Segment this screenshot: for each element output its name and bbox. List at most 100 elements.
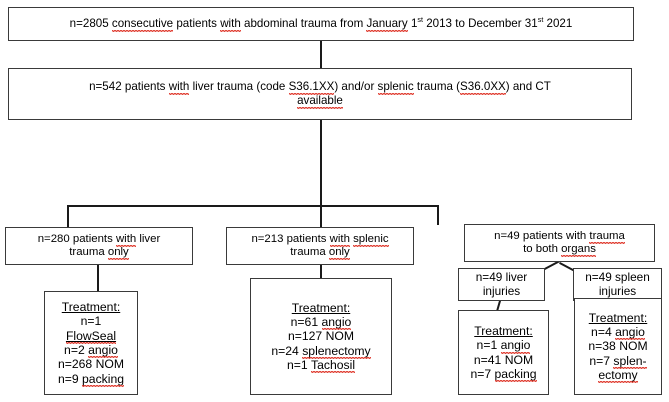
- both-spleen-treatment-splen: splen-: [613, 353, 647, 370]
- splenic-only-misspell-only: only: [328, 246, 350, 261]
- both-liver-treatment-angio-n: n=1: [476, 338, 501, 353]
- splenic-only-treatment-line-2: n=127 NOM: [287, 329, 355, 344]
- cohort-included-seg1: n=542 patients: [89, 80, 169, 94]
- connector-cohort-all-to-included: [320, 40, 322, 68]
- both-liver-treatment-line-1: n=1 angio: [463, 338, 544, 354]
- splenic-only-treatment-angio: angio: [321, 314, 352, 331]
- splenic-only-seg3: trauma: [290, 246, 329, 258]
- liver-only-treatment-packing-n: n=9: [57, 371, 83, 386]
- both-spleen-treatment-header: Treatment:: [588, 310, 648, 325]
- splenic-only-treatment-angio-n: n=61: [290, 314, 322, 329]
- liver-only-treatment-line-4: n=268 NOM: [57, 357, 125, 372]
- connector-branch-left-drop: [67, 205, 69, 228]
- both-liver-treatment-header: Treatment:: [474, 323, 533, 338]
- liver-only-treatment-line-3: n=2 angio: [49, 343, 133, 359]
- box-spleen-injuries: n=49 spleen injuries: [573, 268, 662, 301]
- splenic-only-treatment-line-1: n=61 angio: [255, 314, 387, 331]
- splenic-only-treatment-line-4: n=1 Tachosil: [255, 358, 387, 374]
- both-spleen-treatment-line-4: ectomy: [579, 368, 657, 384]
- liver-only-misspell-only: only: [107, 246, 129, 261]
- cohort-included-line1: n=542 patients with liver trauma (code S…: [13, 80, 627, 95]
- both-liver-treatment-packing: packing: [494, 366, 537, 383]
- cohort-included-misspell-splenic: splenic: [377, 80, 414, 95]
- connector-included-trunk: [320, 120, 322, 206]
- splenic-only-misspell-with: with: [329, 232, 351, 248]
- cohort-included-seg5: ) and CT: [505, 80, 551, 94]
- both-spleen-treatment-line-1: n=4 angio: [579, 324, 657, 341]
- cohort-all-misspell-with: with: [220, 17, 241, 32]
- splenic-only-treatment-header: Treatment:: [291, 300, 351, 315]
- cohort-all-sup-second: st: [537, 15, 544, 25]
- both-spleen-treatment-angio: angio: [615, 324, 645, 341]
- box-splenic-only: n=213 patients with splenic trauma only: [226, 227, 414, 265]
- cohort-included-misspell-code1: S36.1XX: [288, 80, 335, 95]
- both-liver-treatment-line-2: n=41 NOM: [473, 352, 534, 367]
- cohort-all-seg2: patients: [173, 17, 221, 31]
- liver-injuries-line1: n=49 liver: [475, 269, 528, 284]
- cohort-all-text: n=2805 consecutive patients with abdomin…: [13, 15, 629, 32]
- liver-injuries-line2: injuries: [482, 283, 521, 298]
- both-organs-misspell-trauma: trauma: [589, 229, 626, 245]
- box-cohort-all: n=2805 consecutive patients with abdomin…: [8, 7, 634, 41]
- cohort-included-seg3: ) and/or: [334, 80, 378, 94]
- cohort-all-misspell-consecutive: consecutive: [111, 17, 174, 32]
- cohort-all-seg1: n=2805: [69, 17, 112, 31]
- cohort-included-misspell-code2: S36.0XX: [460, 80, 506, 95]
- both-spleen-treatment-angio-n: n=4: [591, 324, 616, 339]
- liver-only-treatment-packing: packing: [82, 371, 125, 388]
- liver-only-seg3: trauma: [69, 246, 108, 258]
- cohort-included-misspell-with: with: [168, 80, 190, 95]
- connector-splenic-only-to-treatment: [320, 264, 322, 278]
- box-both-organs: n=49 patients with trauma to both organs: [464, 224, 655, 262]
- box-splenic-only-treatment: Treatment: n=61 angio n=127 NOM n=24 spl…: [250, 278, 392, 395]
- splenic-only-treatment-splenectomy: splenectomy: [302, 343, 372, 360]
- both-liver-treatment-line-3: n=7 packing: [463, 366, 544, 383]
- box-both-spleen-treatment: Treatment: n=4 angio n=38 NOM n=7 splen-…: [574, 298, 662, 395]
- liver-only-treatment-header: Treatment:: [61, 299, 121, 314]
- liver-only-treatment-angio-n: n=2: [64, 343, 89, 357]
- box-both-liver-treatment: Treatment: n=1 angio n=41 NOM n=7 packin…: [458, 310, 549, 395]
- cohort-included-misspell-available: available: [297, 94, 343, 109]
- cohort-included-seg2: liver trauma (code: [189, 80, 289, 94]
- both-spleen-treatment-line-3: n=7 splen-: [579, 353, 657, 370]
- cohort-all-sup-first: st: [417, 15, 423, 25]
- both-organs-line1: n=49 patients with trauma: [469, 229, 650, 245]
- cohort-all-misspell-january: January: [366, 17, 408, 32]
- liver-only-misspell-with: with: [115, 232, 137, 248]
- liver-only-treatment-line-5: n=9 packing: [49, 371, 133, 388]
- both-organs-seg2: to both: [523, 243, 562, 255]
- splenic-only-treatment-line-3: n=24 splenectomy: [255, 343, 387, 360]
- cohort-all-seg4: 1: [407, 17, 418, 31]
- cohort-all-seg5: 2013 to December 31: [422, 17, 538, 31]
- both-spleen-treatment-splen-n: n=7: [589, 353, 614, 368]
- cohort-included-seg4: trauma (: [413, 80, 461, 94]
- splenic-only-misspell-splenic: splenic: [353, 232, 390, 248]
- splenic-only-treatment-tachosil-n: n=1: [286, 358, 312, 373]
- liver-only-treatment-flowseal: FlowSeal: [65, 328, 117, 345]
- connector-branch-right-drop: [437, 205, 439, 225]
- connector-branch-mid-drop: [320, 205, 322, 228]
- both-spleen-treatment-ectomy: ectomy: [598, 368, 638, 384]
- both-liver-treatment-angio: angio: [500, 338, 531, 354]
- liver-only-line1: n=280 patients with liver: [10, 232, 188, 248]
- liver-only-treatment-line-1: n=1: [80, 314, 102, 329]
- box-liver-only-treatment: Treatment: n=1 FlowSeal n=2 angio n=268 …: [44, 291, 138, 395]
- cohort-all-seg6: 2021: [543, 17, 573, 31]
- both-organs-seg1: n=49 patients with: [494, 229, 590, 242]
- box-liver-only: n=280 patients with liver trauma only: [5, 227, 193, 265]
- both-spleen-treatment-line-2: n=38 NOM: [588, 339, 648, 354]
- liver-only-treatment-angio: angio: [88, 343, 118, 359]
- cohort-all-seg3: abdominal trauma from: [240, 17, 367, 31]
- box-cohort-included: n=542 patients with liver trauma (code S…: [8, 68, 632, 120]
- liver-only-seg2: liver: [136, 232, 161, 245]
- liver-only-line2: trauma only: [10, 246, 188, 261]
- splenic-only-seg1: n=213 patients: [251, 232, 330, 245]
- liver-only-treatment-line-2: FlowSeal: [49, 328, 133, 345]
- box-liver-injuries: n=49 liver injuries: [458, 268, 545, 301]
- connector-branch-horizontal: [67, 205, 439, 207]
- both-liver-treatment-packing-n: n=7: [470, 366, 495, 381]
- splenic-only-line2: trauma only: [231, 246, 409, 261]
- spleen-injuries-line1: n=49 spleen: [585, 269, 650, 284]
- cohort-included-line2: available: [13, 94, 627, 109]
